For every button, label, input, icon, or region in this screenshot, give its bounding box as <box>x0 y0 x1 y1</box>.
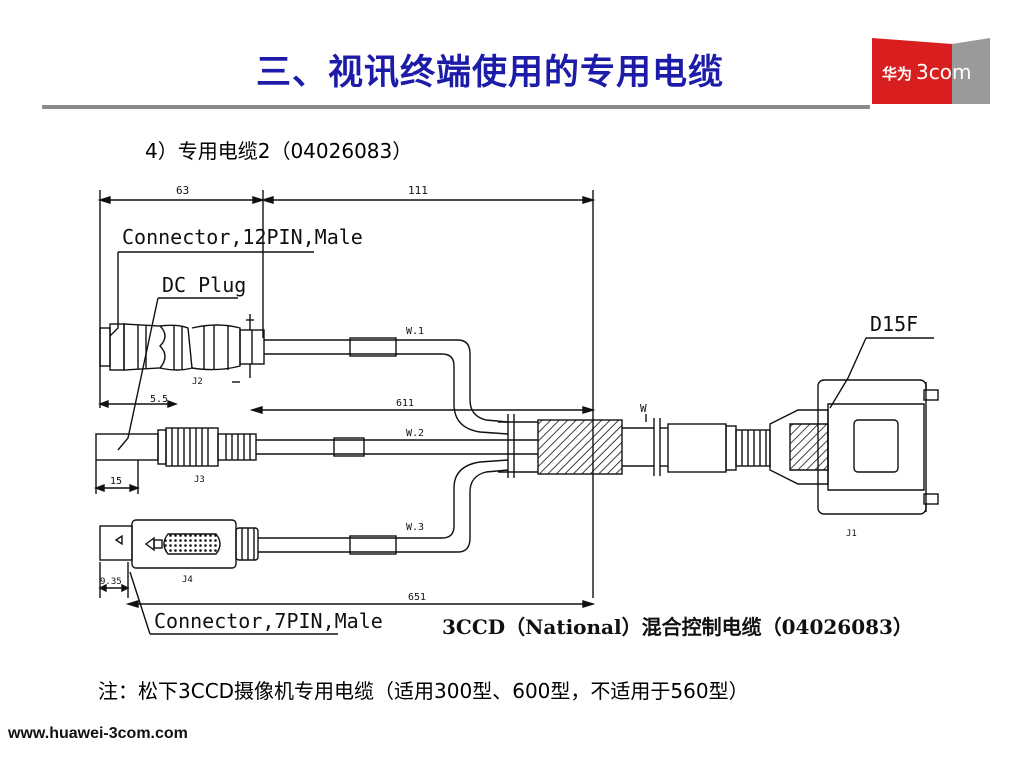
logo-text-line1: 华为 <box>882 65 913 83</box>
huawei-3com-logo <box>872 38 990 104</box>
label-connector-12pin: Connector,12PIN,Male <box>122 225 363 249</box>
cable-subtitle: 4）专用电缆2（04026083） <box>145 139 413 163</box>
cable-main-trunk: W <box>498 402 668 478</box>
top-dimension: 63 111 <box>97 184 596 598</box>
label-j3: J3 <box>194 475 205 485</box>
slide-title: 三、视讯终端使用的专用电缆 <box>255 53 724 93</box>
label-d15f: D15F <box>870 312 918 336</box>
connector-j2: J2 <box>99 314 265 387</box>
cable-w2: W.2 <box>256 428 538 457</box>
connector-j1-d15f: J1 <box>667 379 939 539</box>
label-j1: J1 <box>846 529 857 539</box>
dim-63: 63 <box>176 184 189 197</box>
label-w1: W.1 <box>406 326 424 337</box>
dim-5-5: 5.5 <box>150 394 168 405</box>
label-j4: J4 <box>182 575 193 585</box>
logo-text-line2: 3com <box>916 60 972 84</box>
dim-9-35: 9.35 <box>100 577 122 587</box>
dim-611: 611 <box>396 398 414 409</box>
label-w3: W.3 <box>406 522 424 533</box>
connector-j4: J4 <box>99 519 259 585</box>
label-dc-plug: DC Plug <box>162 273 246 297</box>
cable-diagram: 63 111 Connector,12PIN,Male DC Plug D15F <box>94 184 939 639</box>
cable-w1: W.1 <box>264 326 509 435</box>
footer-url[interactable]: www.huawei-3com.com <box>8 725 188 742</box>
label-w2: W.2 <box>406 428 424 439</box>
dim-651: 651 <box>408 592 426 603</box>
label-connector-7pin: Connector,7PIN,Male <box>154 609 383 633</box>
label-w: W <box>640 402 647 415</box>
title-divider <box>42 105 870 109</box>
label-j2: J2 <box>192 377 203 387</box>
dim-111: 111 <box>408 184 428 197</box>
diagram-caption: 3CCD（National）混合控制电缆（04026083） <box>442 615 913 639</box>
usage-note: 注：松下3CCD摄像机专用电缆（适用300型、600型，不适用于560型） <box>98 679 749 703</box>
cable-w3: W.3 <box>258 459 509 555</box>
connector-j3: J3 <box>95 427 257 485</box>
dim-15: 15 <box>110 476 122 487</box>
